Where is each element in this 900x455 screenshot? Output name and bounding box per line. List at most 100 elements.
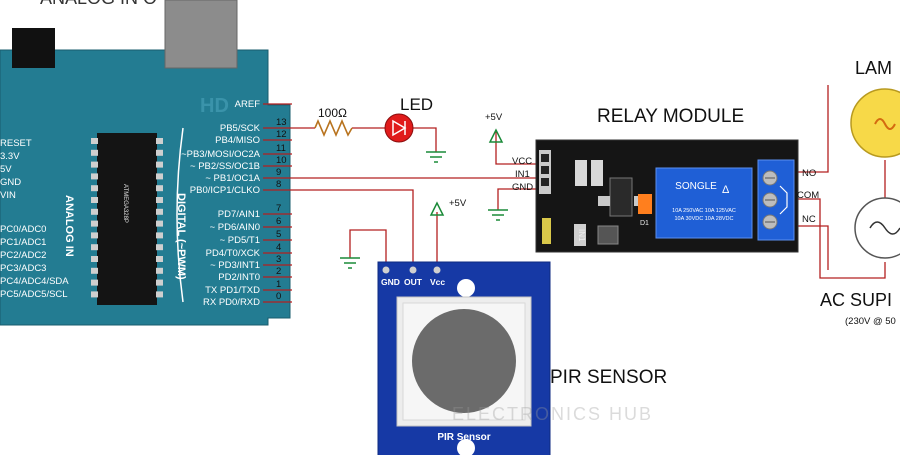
supply-label-pir: +5V xyxy=(449,198,467,209)
pin-row-11: ~PB3/MOSI/OC2A 11 xyxy=(181,143,292,160)
pin-number: 0 xyxy=(276,291,281,302)
relay-transistor xyxy=(597,225,619,245)
ac-supply-title: AC SUPI xyxy=(820,290,892,310)
relay-pin-vcc: VCC xyxy=(512,156,532,167)
wire-pir-gnd xyxy=(349,229,387,268)
pin-3v3: 3.3V xyxy=(0,151,20,162)
pin-aref: AREF xyxy=(235,99,261,110)
chip-pin xyxy=(91,267,98,274)
pir-pin-gnd xyxy=(382,266,390,274)
ac-supply-icon xyxy=(854,197,900,259)
pin-row-5: ~ PD5/T1 5 xyxy=(220,229,292,246)
chip-pin xyxy=(156,232,163,239)
pin-number: 7 xyxy=(276,203,281,214)
pin-row-2: PD2/INT0 2 xyxy=(218,266,292,283)
pin-name: ~ PD3/INT1 xyxy=(210,260,260,271)
pin-reset: RESET xyxy=(0,138,32,149)
pin-name: ~ PB2/SS/OC1B xyxy=(190,161,260,172)
wire-pin8-pir-out xyxy=(292,189,414,268)
digital-label: DIGITAL (~PWM) xyxy=(175,193,187,280)
screw-icon-com xyxy=(762,192,778,208)
pin-number: 5 xyxy=(276,229,281,240)
relay-optocoupler xyxy=(609,177,633,217)
pin-row-10: ~ PB2/SS/OC1B 10 xyxy=(190,155,292,172)
pin-5v: 5V xyxy=(0,164,12,175)
analog-in-label: ANALOG IN xyxy=(63,195,75,257)
pin-vin: VIN xyxy=(0,190,16,201)
chip-pin xyxy=(91,220,98,227)
pin-row-12: PB4/MISO 12 xyxy=(215,129,292,146)
partial-title: ANALOG IN O xyxy=(40,0,157,8)
pir-pin-vcc-label: Vcc xyxy=(430,277,445,287)
relay-d1-label: D1 xyxy=(640,220,649,227)
screw-icon-no xyxy=(762,170,778,186)
pin-number: 8 xyxy=(276,179,281,190)
pin-number: 6 xyxy=(276,216,281,227)
lamp-title: LAM xyxy=(855,58,892,78)
chip-pin xyxy=(91,149,98,156)
chip-pin xyxy=(91,244,98,251)
relay-led xyxy=(638,194,652,214)
chip-pin xyxy=(91,161,98,168)
relay-pin-in1: IN1 xyxy=(515,169,530,180)
chip-label: ATMEGA328P xyxy=(122,184,128,223)
pin-pc4: PC4/ADC4/SDA xyxy=(0,276,69,287)
relay-resistor-r1 xyxy=(575,160,587,186)
pin-row-8: PB0/ICP1/CLKO 8 xyxy=(190,179,292,196)
power-jack xyxy=(12,28,55,68)
ground-icon-led xyxy=(426,151,446,163)
pin-name: ~ PD6/AIN0 xyxy=(210,222,260,233)
pin-name: ~ PB1/OC1A xyxy=(205,173,260,184)
pin-name: TX PD1/TXD xyxy=(205,285,260,296)
songle-relay-block xyxy=(655,167,753,239)
usb-connector xyxy=(164,0,238,69)
relay-title: RELAY MODULE xyxy=(597,106,744,127)
supply-arrow-icon-relay xyxy=(488,128,504,143)
atmega-chip: ATMEGA328P xyxy=(91,133,163,305)
chip-pin xyxy=(91,291,98,298)
chip-pin xyxy=(91,208,98,215)
pir-board-label: PIR Sensor xyxy=(437,432,490,443)
chip-pin xyxy=(156,138,163,144)
pin-name: PD4/T0/XCK xyxy=(206,248,261,259)
chip-pin xyxy=(156,208,163,215)
chip-pin xyxy=(91,279,98,286)
pir-title: PIR SENSOR xyxy=(550,367,667,388)
chip-pin xyxy=(156,279,163,286)
pin-number: 12 xyxy=(276,129,287,140)
pin-pc2: PC2/ADC2 xyxy=(0,250,46,261)
power-header-labels: RESET 3.3V 5V GND VIN xyxy=(0,138,32,201)
pir-pin-out-label: OUT xyxy=(404,277,423,287)
pin-name: RX PD0/RXD xyxy=(203,297,260,308)
chip-pin xyxy=(156,220,163,227)
chip-pin xyxy=(91,173,98,180)
chip-pin xyxy=(91,138,98,144)
chip-pin xyxy=(91,185,98,192)
digital-bracket xyxy=(176,127,184,303)
chip-pin xyxy=(156,256,163,262)
chip-pin xyxy=(156,173,163,180)
relay-diode xyxy=(574,224,586,246)
pin-pc3: PC3/ADC3 xyxy=(0,263,46,274)
relay-block-label: SONGLE xyxy=(675,181,717,192)
relay-pin-gnd: GND xyxy=(512,182,533,193)
pin-number: 3 xyxy=(276,254,281,265)
ground-icon-relay xyxy=(488,209,508,221)
pin-name: PB4/MISO xyxy=(215,135,260,146)
pin-row-4: PD4/T0/XCK 4 xyxy=(206,242,292,259)
supply-label-relay: +5V xyxy=(485,112,503,123)
relay-terminal-nc: NC xyxy=(802,214,816,225)
pin-number: 9 xyxy=(276,167,281,178)
pin-name: ~ PD5/T1 xyxy=(220,235,260,246)
pin-name: PB5/SCK xyxy=(220,123,261,134)
relay-in-label: IN1 xyxy=(577,229,586,242)
pin-pc0: PC0/ADC0 xyxy=(0,224,46,235)
relay-terminal-com: COM xyxy=(797,190,819,201)
chip-pin xyxy=(156,267,163,274)
pir-pin-gnd-label: GND xyxy=(381,277,400,287)
board-mark: HD xyxy=(200,95,229,117)
pir-pin-out xyxy=(409,266,417,274)
lamp-icon xyxy=(850,88,900,158)
